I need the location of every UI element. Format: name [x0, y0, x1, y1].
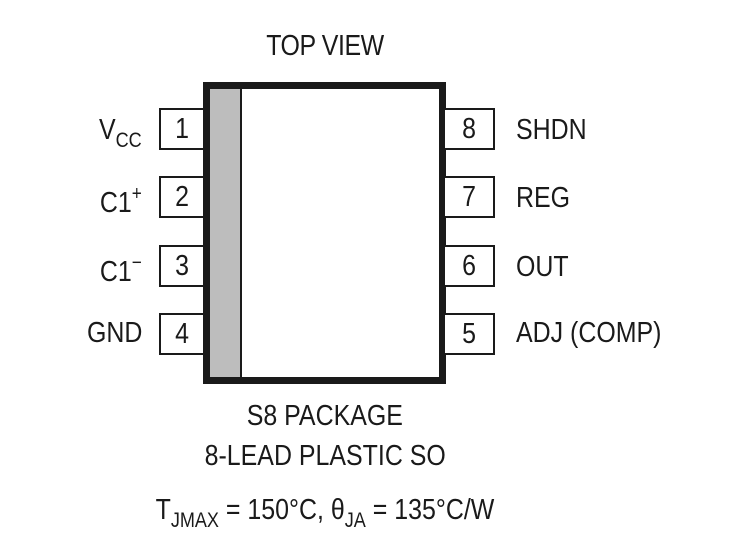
package-body [203, 82, 446, 384]
pin-box-1: 1 [159, 108, 203, 150]
pin-box-7: 7 [445, 176, 495, 218]
thermal-spec: TJMAX = 150°C, θJA = 135°C/W [155, 494, 495, 532]
pin-box-5: 5 [445, 313, 495, 355]
pin-label-shdn: SHDN [516, 114, 587, 146]
pin-label-c1-minus: C1− [100, 252, 142, 288]
pin-box-3: 3 [159, 245, 203, 287]
package-name: S8 PACKAGE [246, 400, 404, 432]
package-description: 8-LEAD PLASTIC SO [204, 440, 446, 472]
pin-label-vcc: VCC [99, 114, 142, 152]
pin-box-4: 4 [159, 313, 203, 355]
pin-label-adj-comp: ADJ (COMP) [516, 317, 662, 349]
pin1-indicator-stripe [210, 89, 242, 377]
diagram-title: TOP VIEW [266, 30, 384, 62]
pin-box-8: 8 [445, 108, 495, 150]
pin-label-out: OUT [516, 251, 569, 283]
pin-box-6: 6 [445, 245, 495, 287]
pin-label-c1-plus: C1+ [100, 183, 142, 219]
pin-box-2: 2 [159, 176, 203, 218]
pin-label-gnd: GND [86, 317, 142, 349]
pin-label-reg: REG [516, 182, 571, 214]
